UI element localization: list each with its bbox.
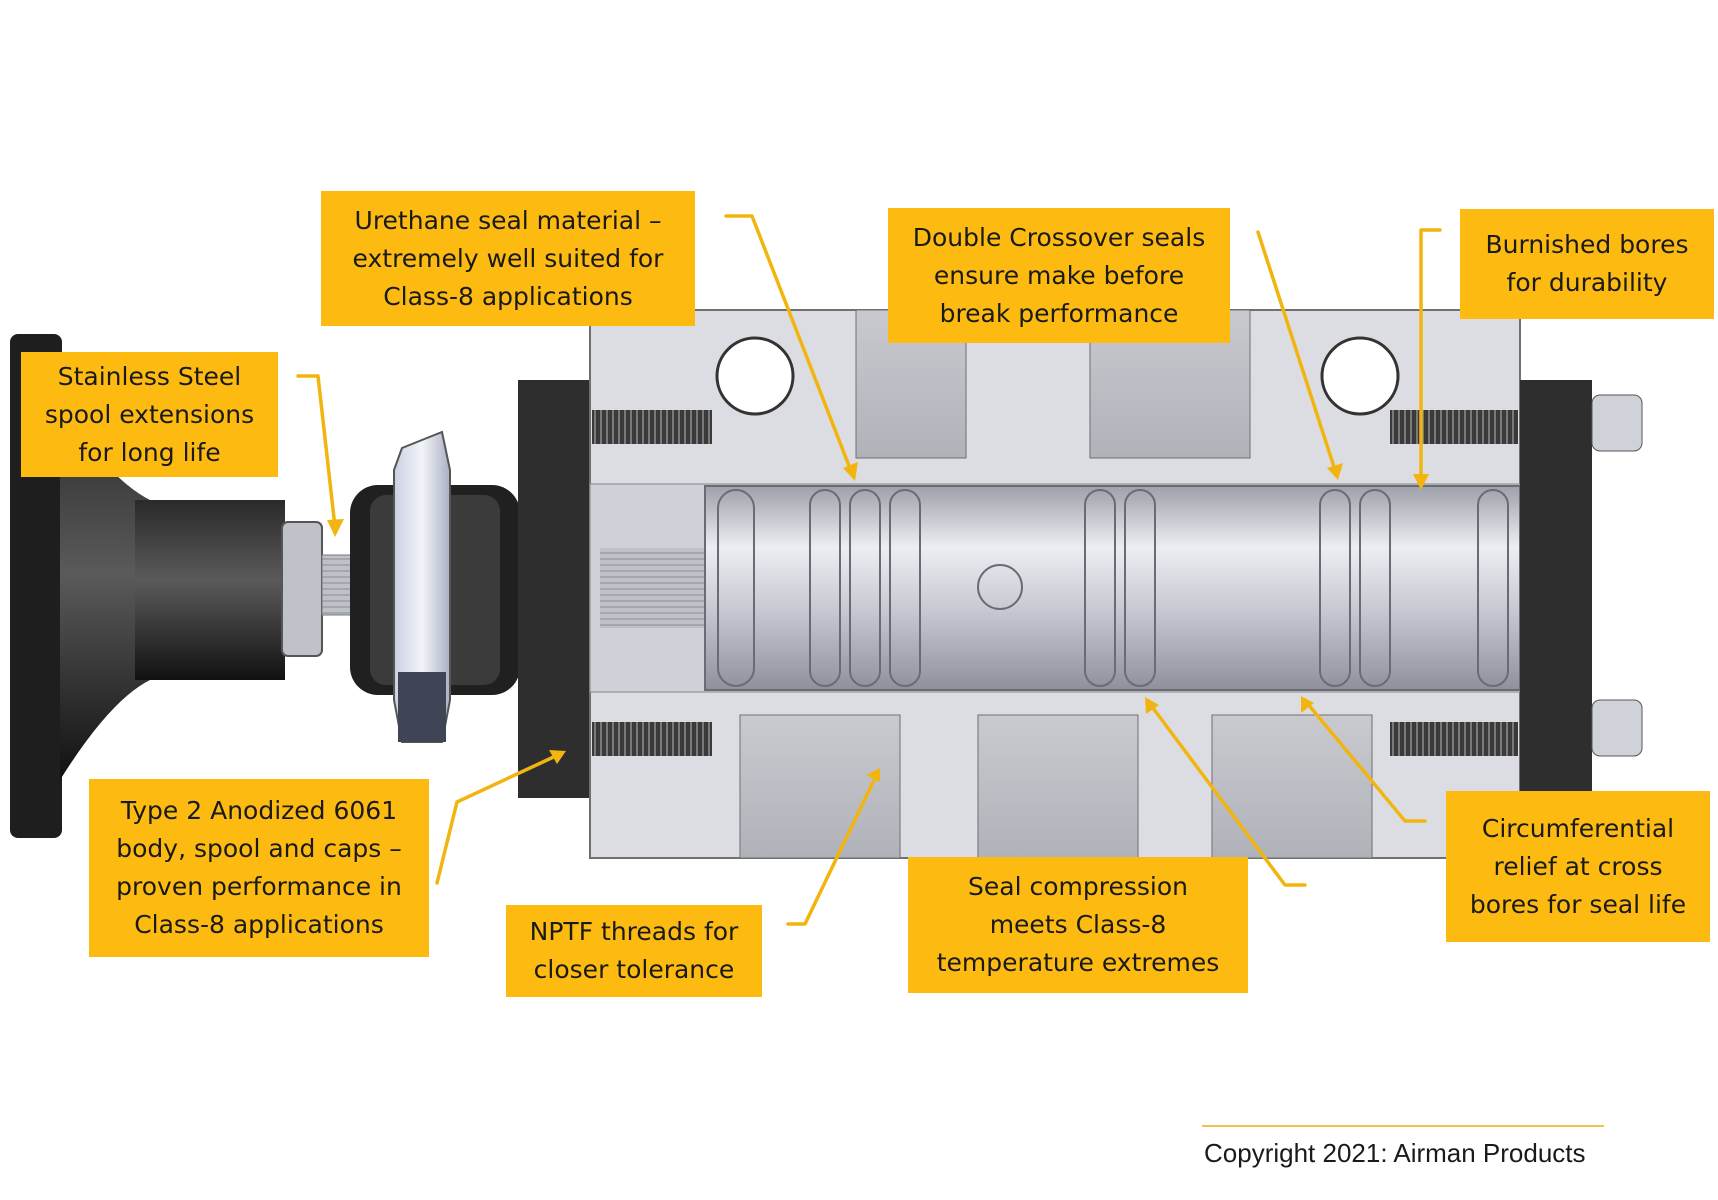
leader-crossover bbox=[1256, 230, 1337, 472]
arrow-nptf bbox=[866, 768, 880, 782]
callout-nptf-threads-text: NPTF threads for closer tolerance bbox=[529, 917, 739, 984]
callout-type2-anodized-text: Type 2 Anodized 6061 body, spool and cap… bbox=[116, 796, 402, 939]
callout-seal-compression-text: Seal compression meets Class-8 temperatu… bbox=[936, 872, 1220, 977]
leader-burnished bbox=[1419, 228, 1442, 482]
leader-nptf bbox=[786, 776, 877, 926]
arrow-crossover bbox=[1327, 463, 1343, 480]
callout-stainless-steel-text: Stainless Steel spool extensions for lon… bbox=[44, 361, 255, 467]
callout-type2-anodized: Type 2 Anodized 6061 body, spool and cap… bbox=[89, 779, 429, 957]
spool bbox=[600, 485, 1521, 691]
callout-urethane-seal: Urethane seal material – extremely well … bbox=[321, 191, 695, 326]
leader-circumferential bbox=[1305, 701, 1427, 823]
callout-circumferential-relief-text: Circumferential relief at cross bores fo… bbox=[1469, 813, 1687, 919]
leader-arrowheads bbox=[327, 462, 1429, 782]
arrow-anodized bbox=[549, 750, 566, 764]
callout-double-crossover: Double Crossover seals ensure make befor… bbox=[888, 208, 1230, 343]
callout-burnished-bores-text: Burnished bores for durability bbox=[1485, 230, 1689, 297]
copyright-rule bbox=[1202, 1125, 1604, 1127]
leader-compression bbox=[1148, 702, 1307, 887]
arrow-circumferential bbox=[1301, 696, 1314, 713]
callout-double-crossover-text: Double Crossover seals ensure make befor… bbox=[912, 222, 1206, 328]
spool-extension bbox=[281, 521, 359, 657]
arrow-urethane bbox=[843, 462, 858, 481]
arrow-stainless bbox=[327, 519, 344, 537]
callout-seal-compression: Seal compression meets Class-8 temperatu… bbox=[908, 857, 1248, 993]
panel-nut bbox=[350, 430, 520, 743]
callout-circumferential-relief: Circumferential relief at cross bores fo… bbox=[1446, 791, 1710, 942]
callout-nptf-threads: NPTF threads for closer tolerance bbox=[506, 905, 762, 997]
arrow-burnished bbox=[1413, 474, 1429, 490]
end-cap-left bbox=[518, 380, 590, 798]
callout-burnished-bores: Burnished bores for durability bbox=[1460, 209, 1714, 319]
callout-stainless-steel: Stainless Steel spool extensions for lon… bbox=[21, 352, 278, 477]
leader-lines bbox=[296, 214, 1442, 926]
callout-urethane-seal-text: Urethane seal material – extremely well … bbox=[352, 205, 664, 311]
copyright-text: Copyright 2021: Airman Products bbox=[1204, 1138, 1586, 1168]
leader-anodized bbox=[435, 752, 562, 885]
leader-stainless bbox=[296, 374, 337, 529]
end-cap-right bbox=[1520, 380, 1643, 798]
arrow-compression bbox=[1145, 697, 1159, 714]
leader-urethane bbox=[724, 214, 853, 473]
